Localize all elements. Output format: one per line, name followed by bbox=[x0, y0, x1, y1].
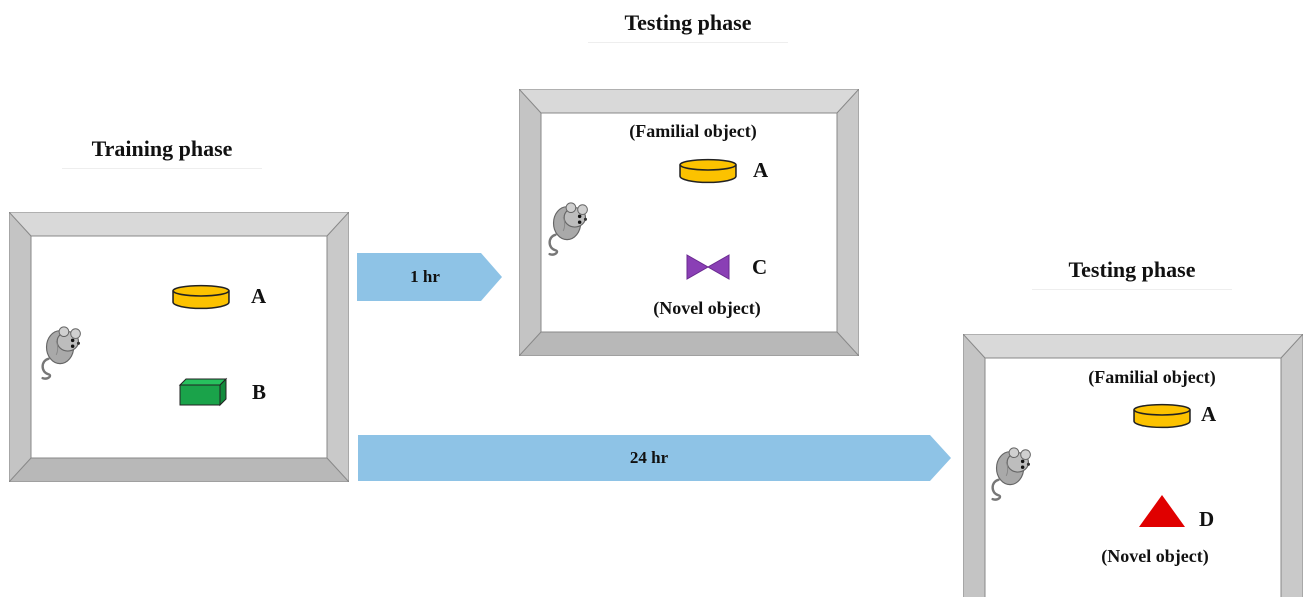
test1-object-c-letter: C bbox=[752, 255, 768, 279]
test1-object-c-bowtie bbox=[686, 254, 730, 280]
test1-object-a-cylinder bbox=[679, 158, 737, 184]
arrow-24hr bbox=[358, 435, 951, 481]
test2-object-a-letter: A bbox=[1201, 402, 1217, 426]
training-mouse bbox=[41, 325, 82, 380]
training-object-a-cylinder bbox=[172, 284, 230, 310]
testing-phase-title-2: Testing phase bbox=[1032, 257, 1232, 290]
test2-object-a-cylinder bbox=[1133, 403, 1191, 429]
test2-familiar-label: (Familial object) bbox=[1088, 367, 1216, 387]
test2-object-d-letter: D bbox=[1199, 507, 1215, 531]
training-object-b-letter: B bbox=[252, 380, 267, 404]
arrow-1hr bbox=[357, 253, 502, 301]
test1-mouse bbox=[548, 201, 589, 256]
test1-familiar-label: (Familial object) bbox=[629, 121, 757, 141]
testing-phase-title-1: Testing phase bbox=[588, 10, 788, 43]
test2-mouse bbox=[991, 446, 1032, 501]
test1-object-a-letter: A bbox=[753, 158, 769, 182]
arrow-1hr-label: 1 hr bbox=[410, 267, 440, 286]
test2-object-d-triangle bbox=[1139, 495, 1185, 527]
test2-novel-label: (Novel object) bbox=[1101, 546, 1209, 566]
testing-arena-1hr bbox=[519, 89, 859, 356]
test1-novel-label: (Novel object) bbox=[653, 298, 761, 318]
arrow-24hr-label: 24 hr bbox=[629, 448, 669, 467]
testing-arena-24hr bbox=[963, 334, 1303, 597]
training-object-b-box bbox=[178, 377, 228, 407]
training-object-a-letter: A bbox=[251, 284, 267, 308]
training-arena bbox=[9, 212, 349, 482]
training-phase-title: Training phase bbox=[62, 136, 262, 169]
